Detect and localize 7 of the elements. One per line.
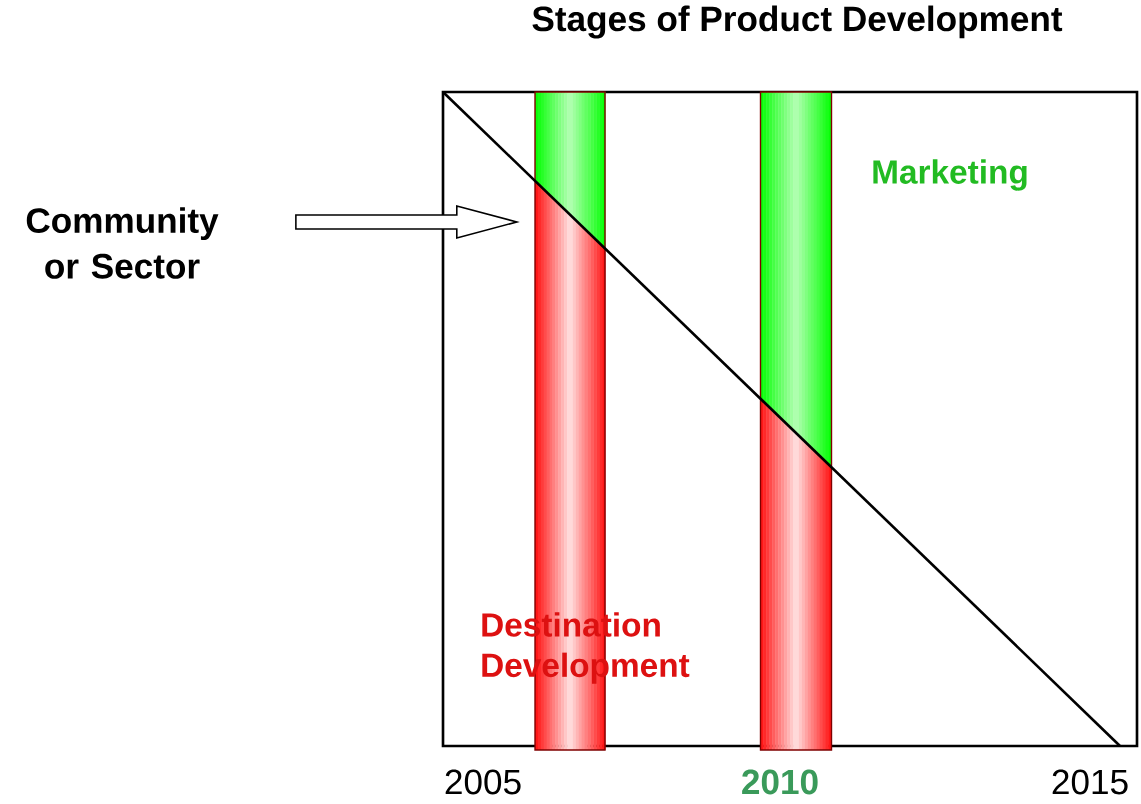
block-arrow bbox=[295, 204, 520, 239]
text-label: Community or Sector bbox=[26, 207, 219, 279]
stage-bar bbox=[759, 91, 833, 751]
title: Stages of Product Development bbox=[532, 5, 1063, 39]
year-label: 2005 bbox=[445, 769, 521, 795]
stage-label: Marketing bbox=[873, 159, 1027, 191]
year-label: 2015 bbox=[1052, 769, 1128, 795]
